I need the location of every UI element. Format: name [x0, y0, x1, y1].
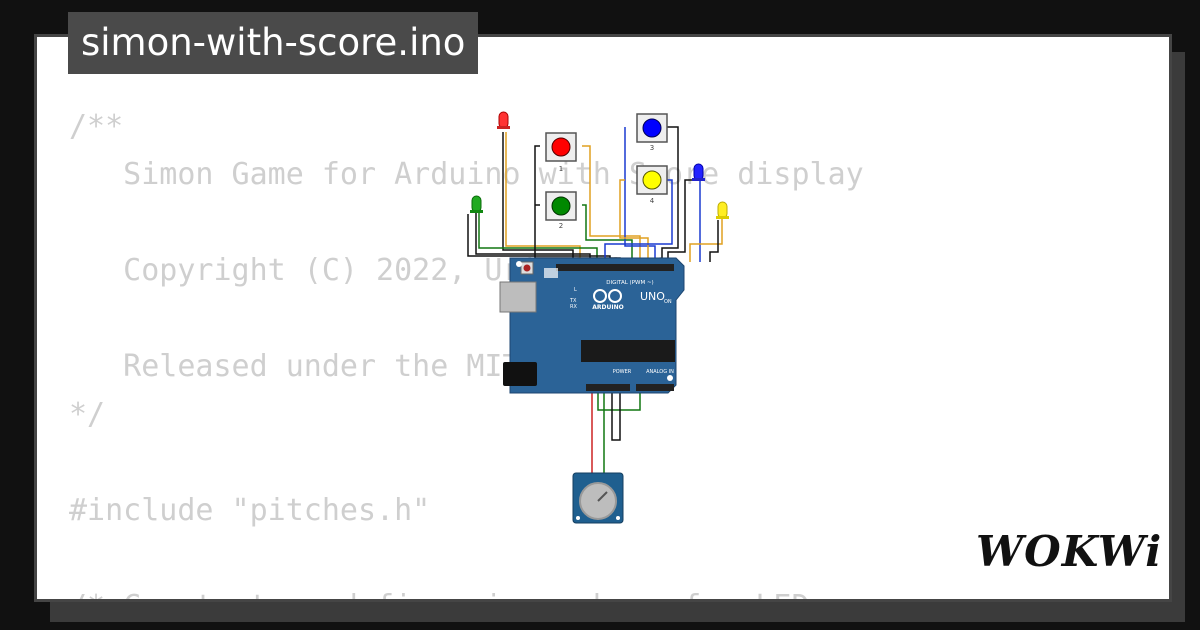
pushbutton-yellow[interactable]: 4 — [636, 165, 668, 205]
led-blue[interactable] — [692, 163, 705, 181]
wires — [467, 126, 723, 480]
analog-pin-header — [636, 384, 674, 391]
usb-port — [499, 281, 537, 313]
arduino-brand-label: ARDUINO — [592, 304, 623, 311]
button-number-label: 3 — [650, 144, 654, 152]
uno-label: UNO — [640, 290, 665, 303]
wokwi-logo: WOKWi — [976, 527, 1163, 576]
file-title: simon-with-score.ino — [68, 12, 479, 74]
power-pin-header — [586, 384, 630, 391]
led-red[interactable] — [497, 111, 510, 129]
on-led-label: ON — [664, 299, 672, 305]
button-number-label: 4 — [650, 197, 655, 205]
reset-button-cap — [523, 264, 531, 272]
wokwi-logo-text: WOKWi — [976, 527, 1163, 576]
arduino-uno-board[interactable]: DIGITAL (PWM ~) UNO ARDUINO ON L TX RX P… — [499, 257, 685, 394]
pushbutton-green[interactable]: 2 — [545, 191, 577, 230]
mounting-hole — [516, 261, 522, 267]
mounting-hole — [667, 375, 673, 381]
pushbutton-blue[interactable]: 3 — [636, 113, 668, 152]
rx-label: RX — [570, 304, 577, 310]
code-line: Simon Game for Arduino with Score displa… — [69, 157, 864, 192]
code-line: /* Constants - define pin numbers for LE… — [69, 583, 864, 599]
icsp-header — [544, 268, 558, 278]
tx-label: TX — [569, 298, 577, 304]
code-line: */ — [69, 397, 106, 432]
l-led-label: L — [574, 287, 577, 293]
mounting-hole — [576, 516, 580, 520]
power-jack — [503, 362, 537, 386]
button-number-label: 2 — [559, 222, 563, 230]
code-line: #include "pitches.h" — [69, 493, 431, 528]
led-yellow[interactable] — [716, 201, 729, 219]
digital-header — [556, 264, 674, 271]
button-number-label: 1 — [559, 165, 563, 173]
led-green[interactable] — [470, 195, 483, 213]
power-header-label: POWER — [613, 369, 632, 375]
code-line: /** — [69, 109, 124, 144]
potentiometer[interactable] — [572, 472, 624, 524]
pushbutton-red[interactable]: 1 — [545, 132, 577, 173]
mounting-hole — [616, 516, 620, 520]
arduino-infinity-logo-icon — [593, 289, 622, 303]
analog-header-label: ANALOG IN — [646, 369, 674, 375]
digital-header-label: DIGITAL (PWM ~) — [606, 280, 653, 286]
atmega-chip — [581, 340, 675, 362]
